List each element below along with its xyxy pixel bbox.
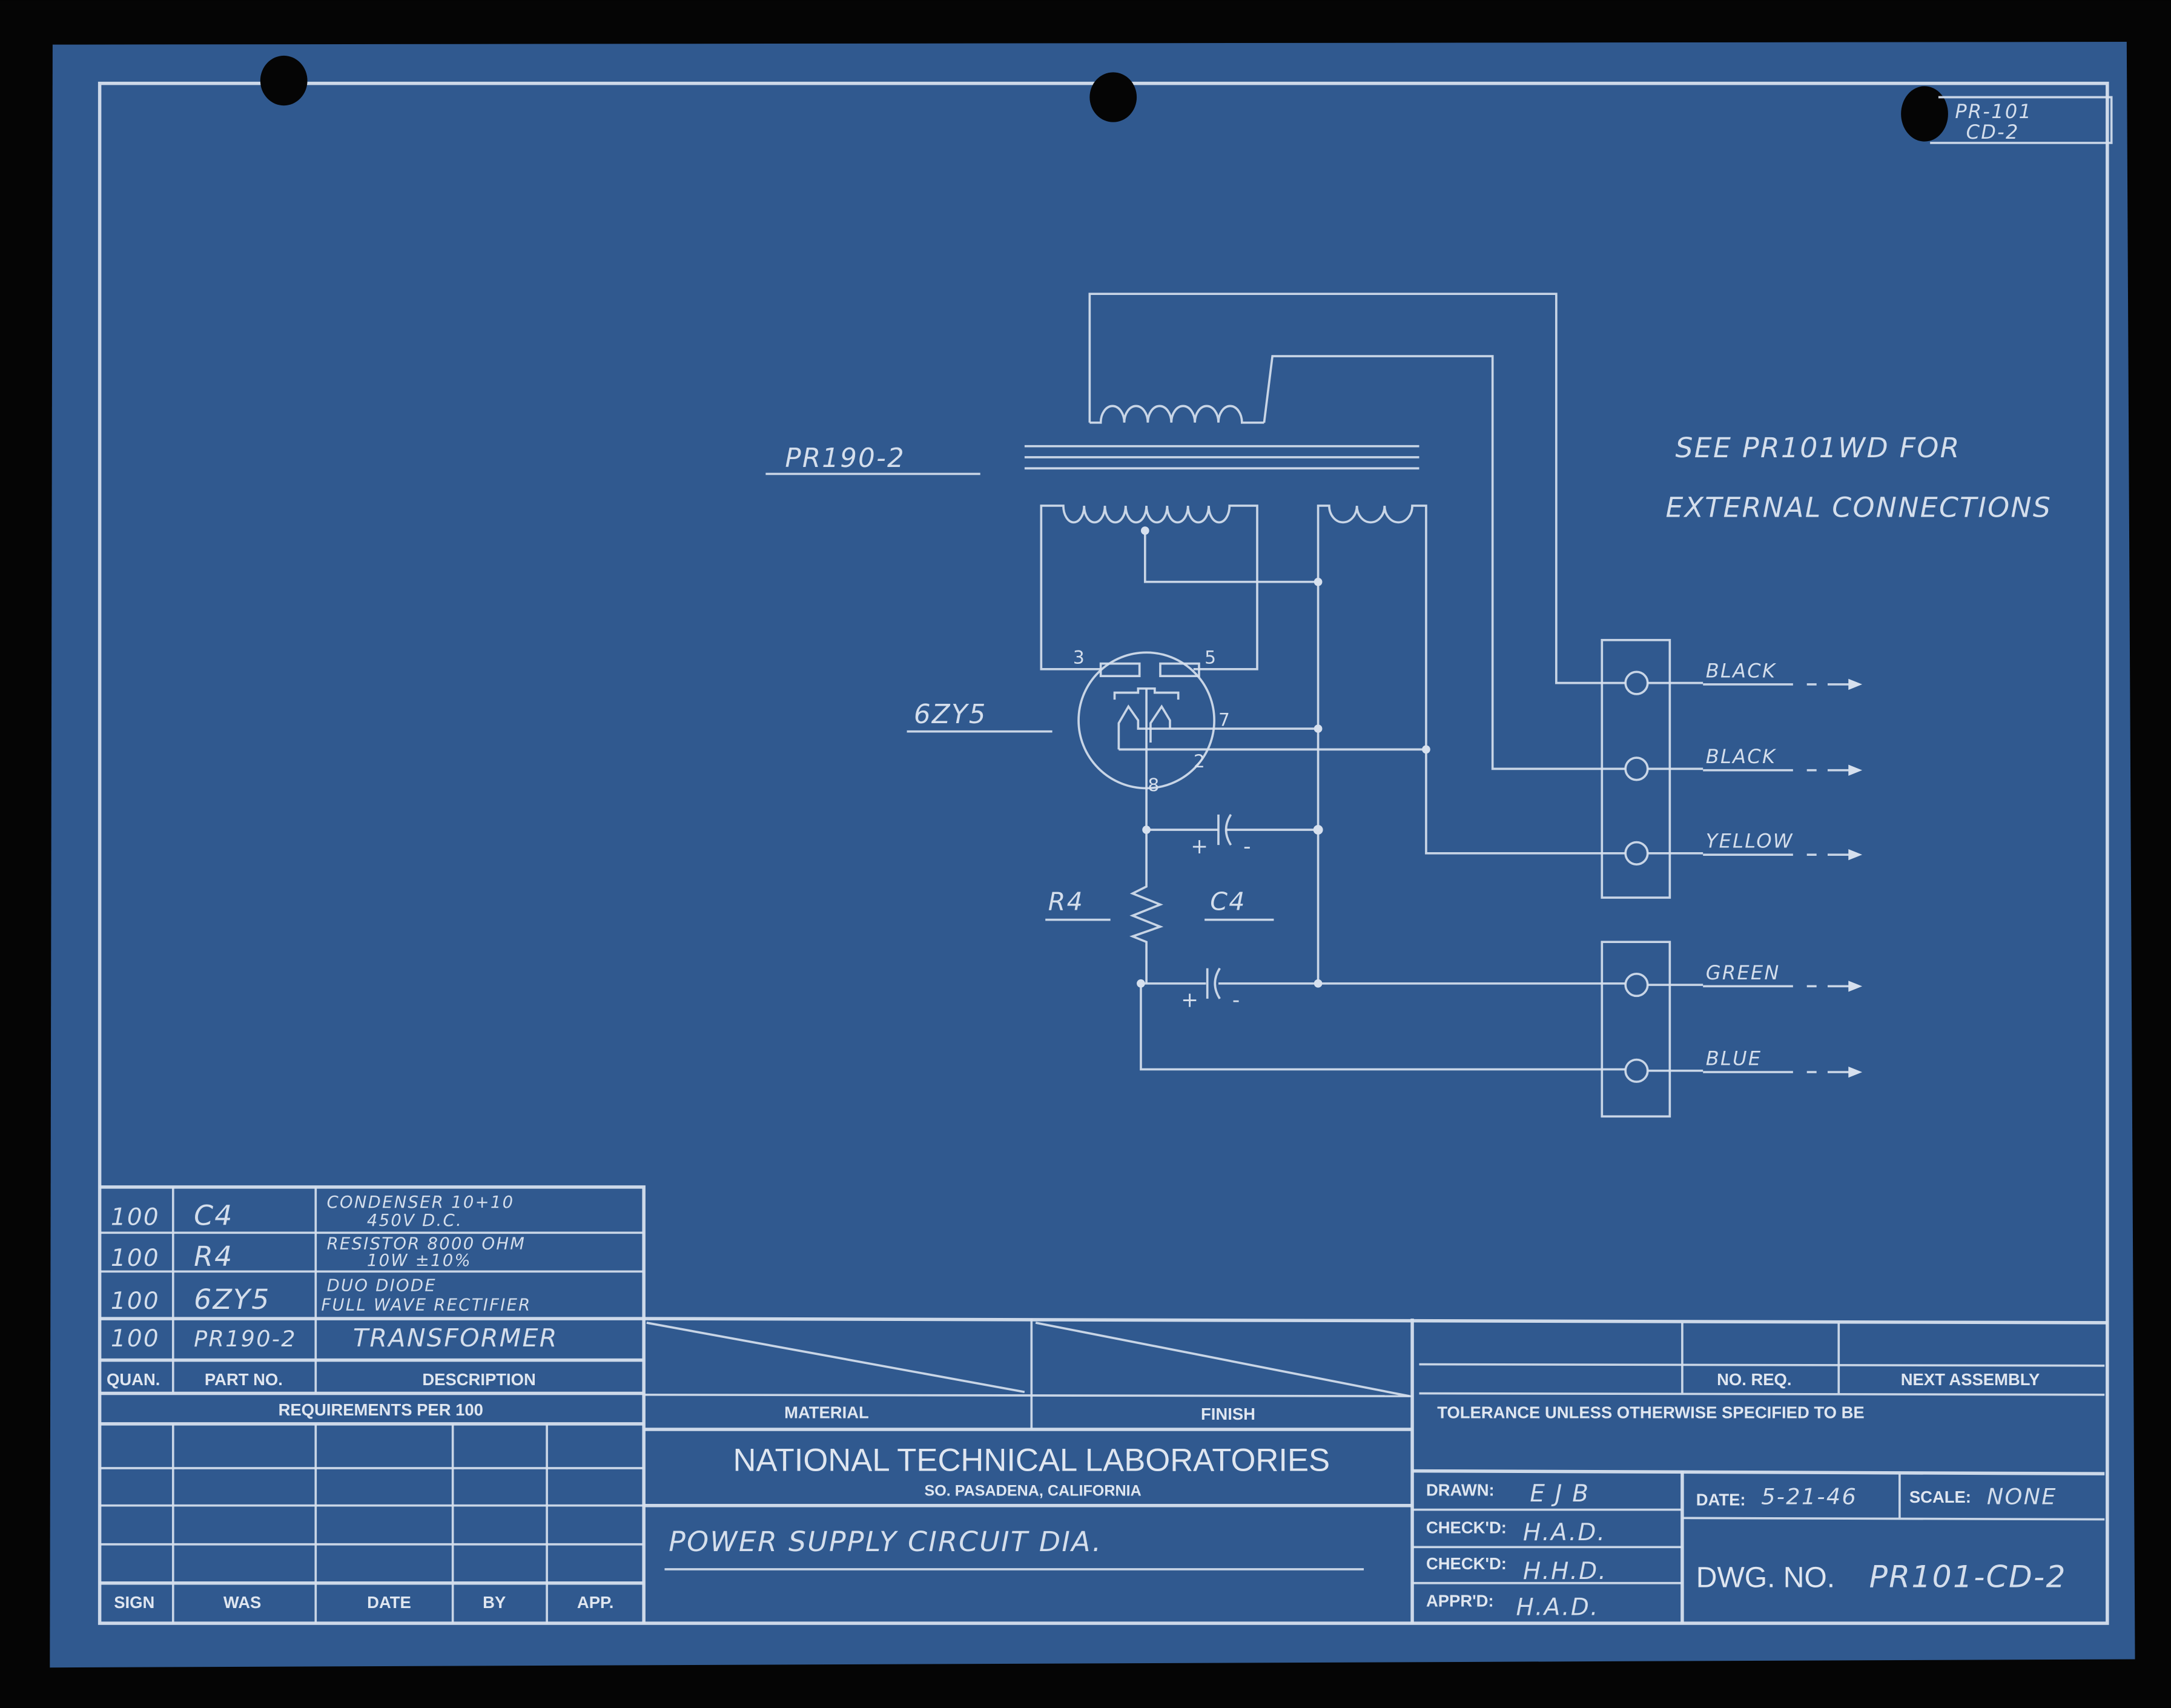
- date-label: DATE:: [1696, 1491, 1746, 1509]
- wire: [1263, 355, 1626, 770]
- punch-hole: [260, 55, 308, 106]
- schematic: PR190-2 3 5 7 2 8 6ZY5 + - R4: [765, 293, 2052, 1118]
- part-description: CONDENSER 10+10: [327, 1193, 515, 1212]
- terminal-board-2: [1601, 941, 1671, 1118]
- header-description: DESCRIPTION: [422, 1370, 535, 1389]
- cap-plus-label: +: [1181, 988, 1200, 1013]
- part-description-detail: 10W ±10%: [367, 1251, 472, 1270]
- wire: [1088, 293, 1626, 684]
- revision-header-was: WAS: [223, 1593, 261, 1612]
- dwg-no-label: DWG. NO.: [1696, 1562, 1835, 1594]
- terminal-label: BLACK: [1706, 659, 1777, 682]
- revision-header-sign: SIGN: [114, 1593, 154, 1612]
- approved-label: APPR'D:: [1426, 1592, 1494, 1610]
- revision-header-date: DATE: [367, 1593, 411, 1612]
- punch-hole: [1089, 72, 1137, 122]
- capacitor-label: C4: [1210, 887, 1246, 916]
- part-description: TRANSFORMER: [353, 1323, 558, 1352]
- header-part-no: PART NO.: [205, 1370, 283, 1389]
- drawn-by: E J B: [1530, 1480, 1590, 1508]
- tube-cathode: [1113, 687, 1180, 700]
- checked-by-2: H.H.D.: [1523, 1558, 1607, 1585]
- cap-plus-label: +: [1191, 835, 1209, 859]
- tube-plate: [1159, 662, 1200, 678]
- pin-2-label: 2: [1194, 751, 1206, 772]
- parts-list-row: 100 PR190-2 TRANSFORMER: [111, 1323, 558, 1352]
- terminal-label: GREEN: [1706, 961, 1780, 984]
- pin-3-label: 3: [1073, 647, 1086, 669]
- part-quantity: 100: [111, 1204, 160, 1231]
- corner-label-line2: CD-2: [1966, 121, 2020, 144]
- checked-by-1: H.A.D.: [1523, 1519, 1606, 1546]
- finish-label: FINISH: [1201, 1405, 1255, 1423]
- title-block-center: MATERIAL FINISH NATIONAL TECHNICAL LABOR…: [644, 1317, 2107, 1624]
- corner-drawing-label: PR-101 CD-2: [1930, 96, 2113, 144]
- terminal-label: BLUE: [1706, 1047, 1762, 1070]
- pin-5-label: 5: [1204, 647, 1217, 669]
- part-description: DUO DIODE: [327, 1276, 437, 1295]
- paper: [50, 42, 2135, 1668]
- primary-winding: [1089, 405, 1264, 424]
- requirements-label: REQUIREMENTS PER 100: [279, 1400, 483, 1419]
- part-description-detail: 450V D.C.: [367, 1211, 463, 1230]
- drawn-label: DRAWN:: [1426, 1481, 1495, 1500]
- resistor-label: R4: [1048, 887, 1084, 916]
- header-quan: QUAN.: [107, 1370, 160, 1389]
- tube-label: 6ZY5: [914, 700, 987, 730]
- checked-label-2: CHECK'D:: [1426, 1554, 1507, 1573]
- tolerance-label: TOLERANCE UNLESS OTHERWISE SPECIFIED TO …: [1437, 1403, 1864, 1422]
- date-value: 5-21-46: [1761, 1483, 1857, 1509]
- revision-header-app: APP.: [577, 1593, 613, 1612]
- part-number: C4: [194, 1200, 234, 1232]
- part-quantity: 100: [111, 1288, 160, 1315]
- hv-secondary-winding: [1040, 505, 1258, 670]
- note-line-2: EXTERNAL CONNECTIONS: [1665, 491, 2052, 523]
- title-block-right: NO. REQ. NEXT ASSEMBLY TOLERANCE UNLESS …: [1412, 1322, 2105, 1624]
- part-number: PR190-2: [194, 1326, 297, 1352]
- punch-holes: [260, 55, 1948, 142]
- part-description-detail: FULL WAVE RECTIFIER: [321, 1296, 531, 1314]
- terminal-label: BLACK: [1706, 745, 1777, 768]
- note-line-1: SEE PR101WD FOR: [1675, 432, 1960, 464]
- part-number: 6ZY5: [194, 1283, 271, 1316]
- cap-minus-label: -: [1243, 835, 1252, 859]
- pin-8-label: 8: [1148, 775, 1160, 796]
- company-name: NATIONAL TECHNICAL LABORATORIES: [733, 1443, 1330, 1478]
- center-tap-wire: [1143, 531, 1318, 583]
- scale-value: NONE: [1987, 1483, 2057, 1509]
- wire: [1140, 983, 1626, 1071]
- part-description: RESISTOR 8000 OHM: [327, 1235, 526, 1254]
- pin-7-label: 7: [1218, 710, 1231, 731]
- no-req-label: NO. REQ.: [1717, 1370, 1791, 1389]
- cap-minus-label: -: [1232, 988, 1241, 1013]
- scale-label: SCALE:: [1909, 1488, 1971, 1506]
- part-number: R4: [194, 1240, 233, 1273]
- transformer-label: PR190-2: [785, 443, 905, 474]
- revision-header-by: BY: [483, 1593, 506, 1612]
- part-quantity: 100: [111, 1325, 160, 1352]
- approved-by: H.A.D.: [1516, 1594, 1599, 1621]
- resistor-r4: [1129, 829, 1164, 984]
- tube-plate: [1099, 662, 1141, 678]
- part-quantity: 100: [111, 1245, 160, 1272]
- filament-winding: [1317, 505, 1626, 984]
- terminal-label: YELLOW: [1706, 830, 1794, 853]
- checked-label-1: CHECK'D:: [1426, 1518, 1507, 1537]
- dwg-no-value: PR101-CD-2: [1869, 1559, 2067, 1595]
- punch-hole: [1901, 86, 1948, 142]
- company-location: SO. PASADENA, CALIFORNIA: [924, 1483, 1141, 1500]
- drawing-title: POWER SUPPLY CIRCUIT DIA.: [669, 1526, 1102, 1558]
- wire: [1040, 658, 1101, 670]
- corner-label-line1: PR-101: [1955, 100, 2032, 123]
- material-label: MATERIAL: [784, 1403, 869, 1422]
- next-assembly-label: NEXT ASSEMBLY: [1901, 1370, 2040, 1389]
